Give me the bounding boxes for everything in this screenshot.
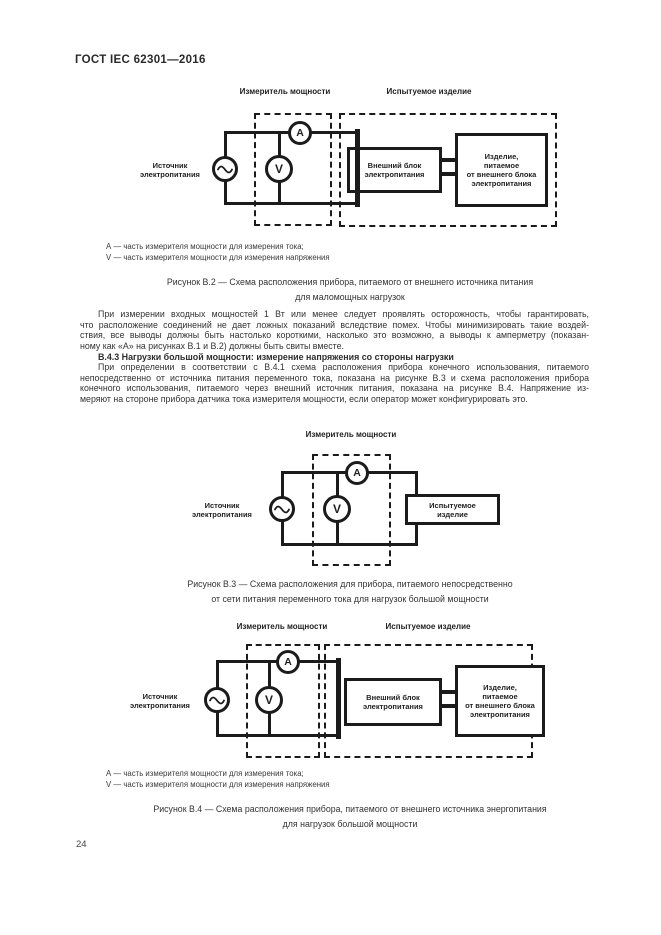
sine-wave-icon: [209, 696, 225, 704]
ammeter-letter: A: [353, 467, 361, 479]
connector-wire: [442, 690, 455, 694]
paragraph-line: меряют на стороне прибора датчика тока и…: [80, 393, 528, 404]
test-item-label: Испытуемое изделие: [386, 87, 472, 96]
voltmeter-circle: V: [265, 155, 293, 183]
paragraph-line: При определении в соответствии с В.4.1 с…: [98, 362, 589, 372]
ac-source-circle: [212, 156, 238, 182]
ac-source-circle: [269, 496, 295, 522]
voltmeter-circle: V: [255, 686, 283, 714]
external-psu-box: Внешний блок электропитания: [347, 147, 442, 193]
paragraph-line: ствия, все выводы должны быть настолько …: [80, 330, 589, 340]
sine-wave-icon: [217, 165, 233, 173]
figure-b4-legend: А — часть измерителя мощности для измере…: [106, 769, 330, 789]
power-source-label: Источник электропитания: [130, 692, 190, 710]
test-item-dashed-box: [339, 113, 557, 227]
figure-b3-caption: Рисунок В.3 — Схема расположения для при…: [187, 579, 513, 604]
ammeter-letter: A: [284, 656, 292, 668]
ac-source-circle: [204, 687, 230, 713]
voltmeter-letter: V: [332, 502, 341, 516]
wire-segment: [282, 543, 418, 546]
wire-segment: [225, 202, 356, 205]
ammeter-circle: A: [276, 650, 300, 674]
test-item-label: Испытуемое изделие: [385, 622, 471, 631]
powered-product-text: Изделие, питаемое от внешнего блока элек…: [465, 683, 535, 719]
psu-input-terminal-bar: [336, 658, 341, 739]
psu-input-terminal-bar: [355, 129, 360, 207]
power-meter-dashed-box: [312, 454, 391, 566]
power-meter-label: Измеритель мощности: [239, 87, 331, 96]
power-meter-dashed-box: [254, 113, 332, 226]
voltmeter-letter: V: [264, 693, 273, 707]
power-meter-label: Измеритель мощности: [236, 622, 328, 631]
power-meter-label: Измеритель мощности: [305, 430, 397, 439]
external-psu-text: Внешний блок электропитания: [363, 693, 423, 711]
document-header: ГОСТ IEC 62301—2016: [75, 54, 206, 66]
figure-b4-caption: Рисунок В.4 — Схема расположения прибора…: [153, 804, 547, 829]
paragraph-line: конечного использования, питаемого через…: [80, 383, 589, 393]
ammeter-circle: A: [345, 461, 369, 485]
section-heading-b43: В.4.3 Нагрузки большой мощности: измерен…: [98, 351, 454, 362]
sine-wave-icon: [274, 505, 290, 513]
powered-product-box: Изделие, питаемое от внешнего блока элек…: [455, 133, 548, 207]
external-psu-box: Внешний блок электропитания: [344, 678, 442, 726]
connector-wire: [442, 704, 455, 708]
external-psu-text: Внешний блок электропитания: [364, 161, 425, 179]
voltmeter-circle: V: [323, 495, 351, 523]
connector-wire: [442, 158, 455, 162]
ammeter-circle: A: [288, 121, 312, 145]
test-item-box: Испытуемое изделие: [405, 494, 500, 525]
ammeter-letter: A: [296, 127, 304, 139]
paragraph-line: непосредственно от источника питания пер…: [80, 372, 589, 383]
paragraph-line: При измерении входных мощностей 1 Вт или…: [98, 309, 589, 319]
paragraph-line: ному как «А» на рисунках В.1 и В.2) долж…: [80, 340, 344, 351]
figure-b2-caption: Рисунок В.2 — Схема расположения прибора…: [166, 277, 534, 302]
test-item-text: Испытуемое изделие: [429, 500, 476, 519]
power-meter-dashed-box: [246, 644, 320, 758]
wire-segment: [217, 734, 338, 737]
power-source-label: Источник электропитания: [192, 501, 252, 519]
powered-product-text: Изделие, питаемое от внешнего блока элек…: [466, 152, 537, 188]
paragraph-line: что расположение соединений не дает ложн…: [80, 319, 589, 330]
powered-product-box: Изделие, питаемое от внешнего блока элек…: [455, 665, 545, 737]
power-source-label: Источник электропитания: [140, 161, 200, 179]
connector-wire: [442, 172, 455, 176]
voltmeter-letter: V: [274, 162, 283, 176]
figure-b2-legend: А — часть измерителя мощности для измере…: [106, 242, 330, 262]
page-number: 24: [76, 839, 87, 850]
